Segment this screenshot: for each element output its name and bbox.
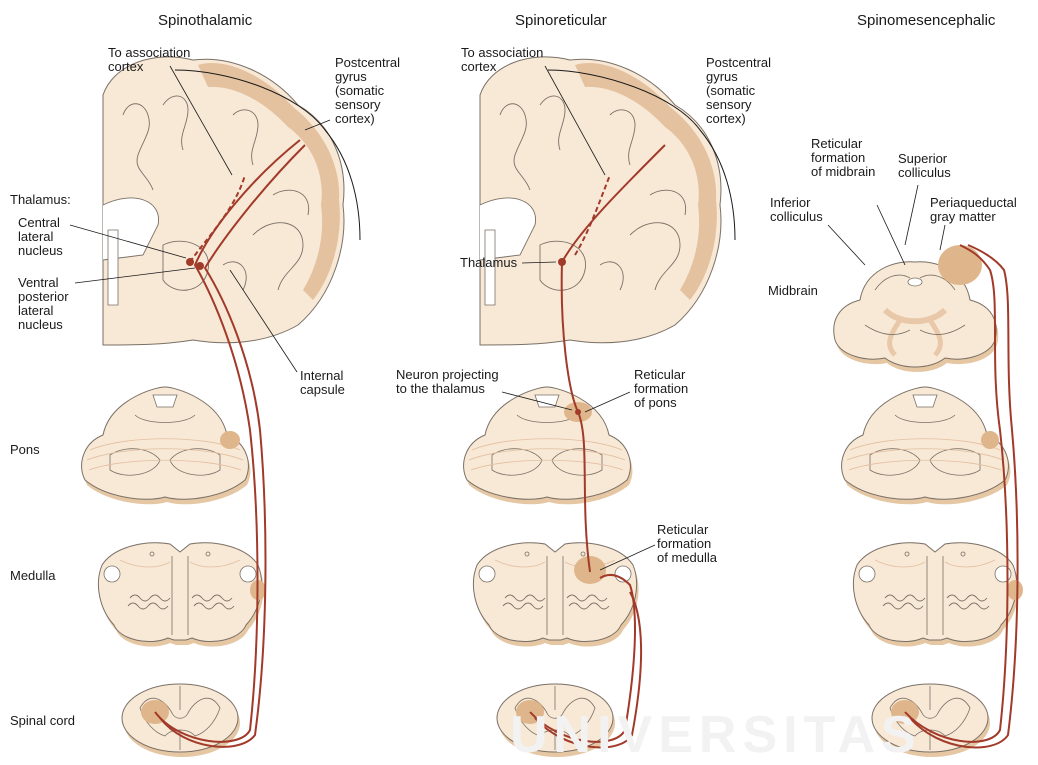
internal-capsule-label: Internal capsule (300, 369, 345, 397)
to-association-cortex-label-2: To association cortex (461, 46, 543, 74)
spinoreticular-title: Spinoreticular (515, 12, 607, 29)
spinal-cord-level-label: Spinal cord (10, 714, 75, 728)
spinothalamic-panel (70, 57, 360, 757)
neuron-projecting-label: Neuron projecting to the thalamus (396, 368, 499, 396)
reticular-formation-medulla-label: Reticular formation of medulla (657, 523, 717, 565)
thalamus-label: Thalamus (460, 256, 517, 270)
ventral-posterior-lateral-nucleus-label: Ventral posterior lateral nucleus (18, 276, 69, 332)
medulla-level-label: Medulla (10, 569, 56, 583)
inferior-colliculus-label: Inferior colliculus (770, 196, 823, 224)
spinoreticular-panel (464, 57, 735, 757)
watermark: UNIVERSITAS (510, 705, 922, 765)
superior-colliculus-label: Superior colliculus (898, 152, 951, 180)
central-lateral-nucleus-label: Central lateral nucleus (18, 216, 63, 258)
midbrain-label: Midbrain (768, 284, 818, 298)
reticular-formation-pons-label: Reticular formation of pons (634, 368, 688, 410)
reticular-formation-midbrain-label: Reticular formation of midbrain (811, 137, 875, 179)
postcentral-gyrus-label-1: Postcentral gyrus (somatic sensory corte… (335, 56, 400, 126)
to-association-cortex-label-1: To association cortex (108, 46, 190, 74)
periaqueductal-gray-label: Periaqueductal gray matter (930, 196, 1017, 224)
pons-level-label: Pons (10, 443, 40, 457)
thalamus-heading-label: Thalamus: (10, 193, 71, 207)
spinomesencephalic-title: Spinomesencephalic (857, 12, 995, 29)
spinomesencephalic-panel (828, 185, 1023, 757)
postcentral-gyrus-label-2: Postcentral gyrus (somatic sensory corte… (706, 56, 771, 126)
spinothalamic-title: Spinothalamic (158, 12, 252, 29)
